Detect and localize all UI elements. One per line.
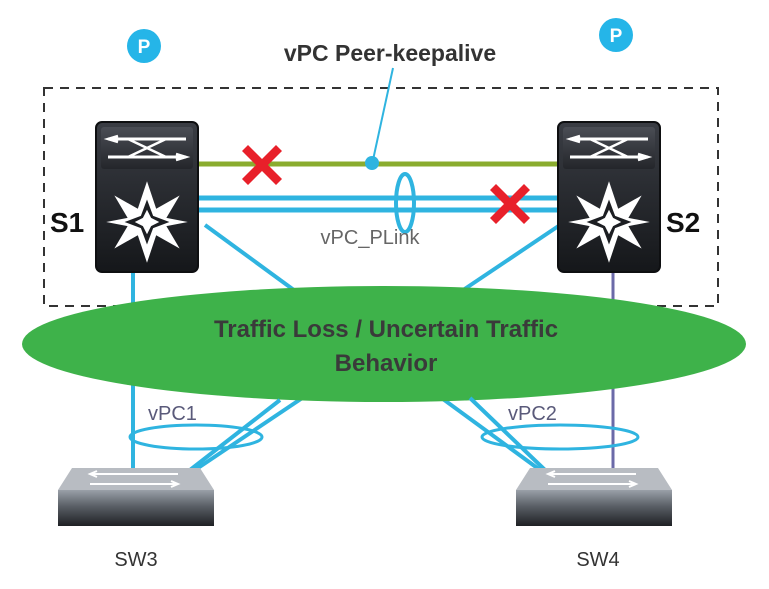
vpc1-label: vPC1 (148, 403, 197, 425)
vpc2-bundle-ring (480, 423, 640, 451)
sw3-label: SW3 (114, 549, 157, 571)
access-switch-icon (516, 468, 672, 526)
peer-link-label: vPC_PLink (321, 227, 421, 249)
vpc1-bundle-ring (128, 423, 264, 451)
keepalive-callout-line (372, 67, 394, 161)
nexus-switch-icon (557, 121, 661, 273)
role-badge-left-text: P (138, 37, 151, 58)
keepalive-callout-dot (365, 156, 379, 170)
traffic-loss-line2: Behavior (335, 350, 438, 377)
traffic-loss-line1: Traffic Loss / Uncertain Traffic (214, 316, 558, 343)
vpc-domain-boundary (43, 87, 719, 307)
x-mark-icon (490, 184, 530, 224)
vpc2-label: vPC2 (508, 403, 557, 425)
role-badge-right-text: P (610, 26, 623, 47)
nexus-switch-icon (95, 121, 199, 273)
x-mark-icon (242, 145, 282, 185)
peer-keepalive-label: vPC Peer-keepalive (284, 40, 496, 66)
primary-role-badge-icon: P (127, 29, 161, 63)
peer-link-bundle-ring (394, 172, 416, 234)
traffic-loss-ellipse (22, 286, 746, 402)
primary-role-badge-icon: P (599, 18, 633, 52)
sw4-label: SW4 (576, 549, 619, 571)
access-switch-icon (58, 468, 214, 526)
switch-s2-label: S2 (666, 207, 700, 238)
switch-s1-label: S1 (50, 207, 84, 238)
